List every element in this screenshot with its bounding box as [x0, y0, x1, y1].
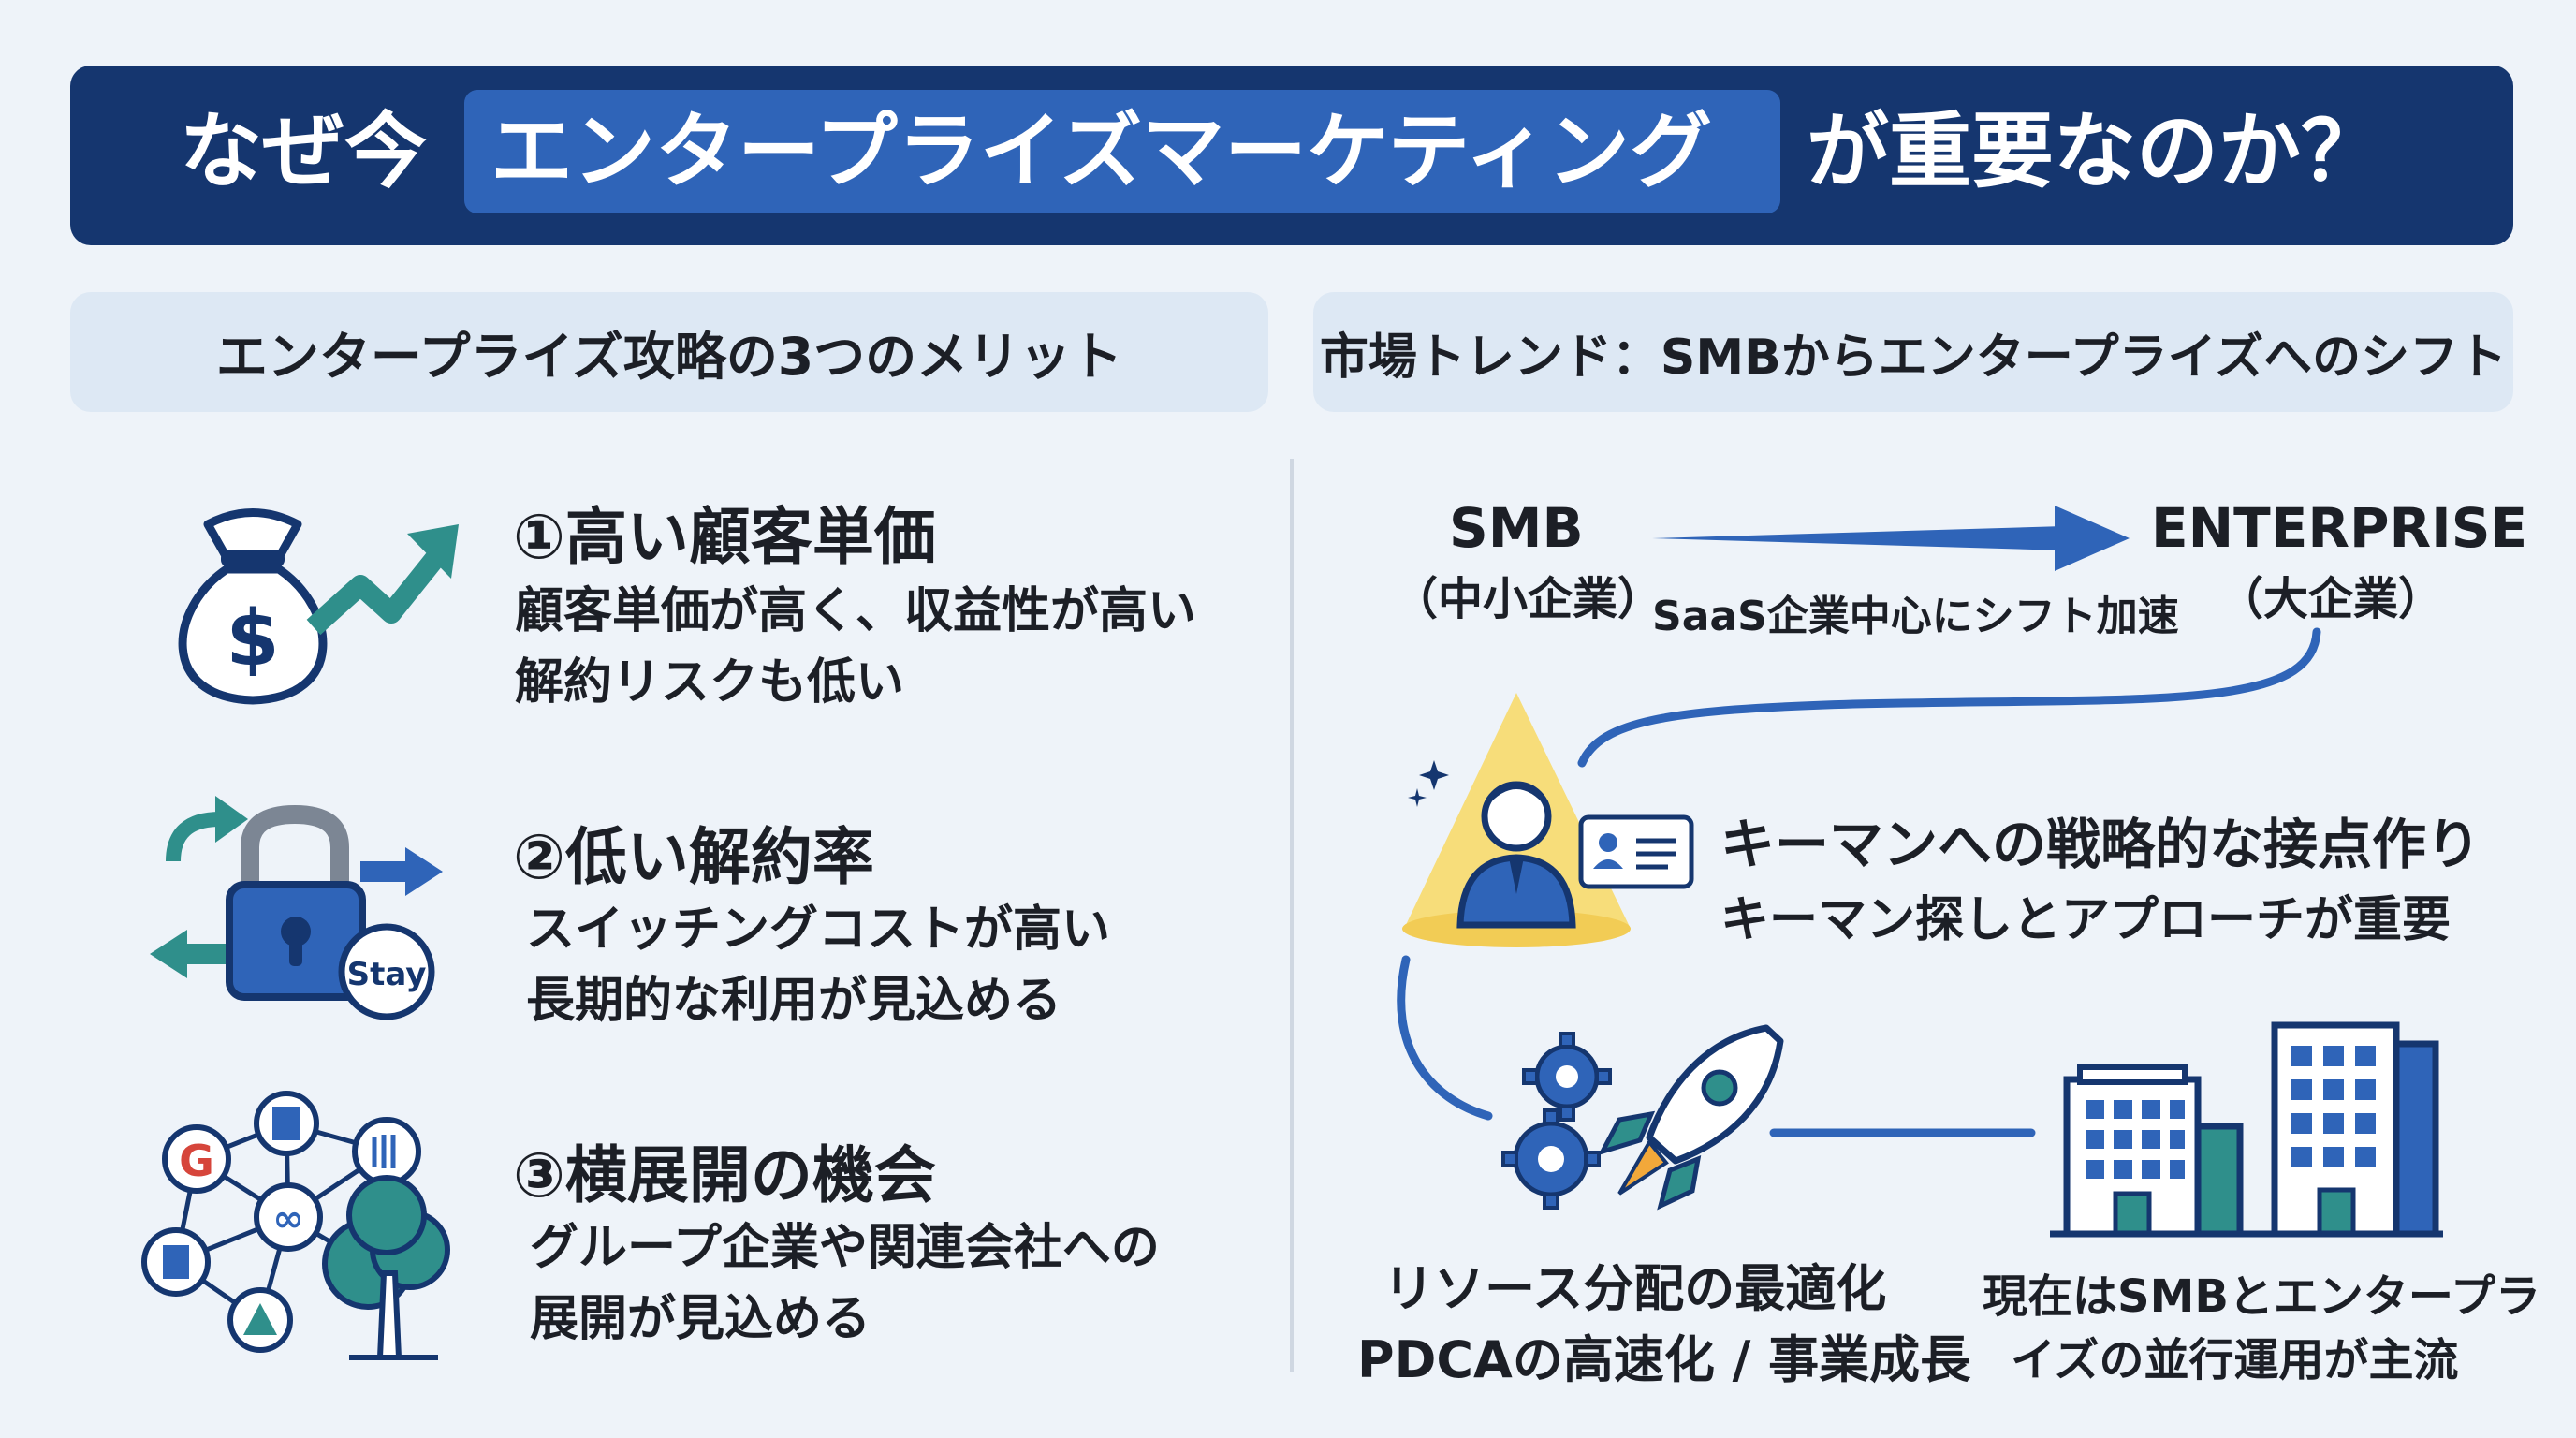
item-1-desc-line2: 解約リスクも低い — [515, 654, 905, 711]
smb-label: SMB — [1449, 496, 1584, 560]
item-2-desc-line2: 長期的な利用が見込める — [526, 973, 1062, 1029]
item-3-desc-line1: グループ企業や関連会社への — [530, 1220, 1160, 1276]
buildings-icon — [2050, 1021, 2443, 1238]
shift-caption: SaaS企業中心にシフト加速 — [1652, 593, 2179, 640]
parallel-caption-line1: 現在はSMBとエンタープラ — [1983, 1270, 2541, 1323]
item-3-title: ③横展開の機会 — [513, 1139, 936, 1211]
smb-sub-label: （中小企業） — [1393, 573, 1663, 625]
svg-text:$: $ — [226, 594, 279, 683]
item-1-desc-line1: 顧客単価が高く、収益性が高い — [515, 583, 1197, 639]
right-section-heading: 市場トレンド：SMBからエンタープライズへのシフト — [1313, 292, 2513, 412]
resource-caption-line1: リソース分配の最適化 — [1383, 1259, 1887, 1318]
title-prefix: なぜ今 — [180, 103, 428, 199]
item-3-desc-line2: 展開が見込める — [530, 1291, 871, 1347]
enterprise-label: ENTERPRISE — [2151, 496, 2528, 560]
title-highlight-box — [464, 90, 1780, 213]
enterprise-sub-label: （大企業） — [2218, 573, 2444, 625]
item-1-title: ①高い顧客単価 — [513, 501, 936, 573]
item-2-title: ②低い解約率 — [513, 821, 874, 893]
column-divider — [1290, 459, 1294, 1372]
resource-caption-line2: PDCAの高速化 / 事業成長 — [1357, 1330, 1971, 1389]
business-card-icon — [1578, 814, 1694, 889]
keyman-desc: キーマン探しとアプローチが重要 — [1720, 892, 2452, 948]
stay-badge: Stay — [347, 956, 427, 993]
gears-rocket-icon — [1501, 1024, 1784, 1211]
item-2-desc-line1: スイッチングコストが高い — [526, 902, 1111, 958]
parallel-caption-line2: イズの並行運用が主流 — [2011, 1334, 2459, 1387]
title-highlight-text: エンタープライズマーケティング — [490, 103, 1713, 199]
title-suffix: が重要なのか？ — [1807, 103, 2384, 199]
svg-text:G: G — [179, 1136, 214, 1186]
money-bag-growth-icon: $ — [178, 508, 459, 705]
keyman-title: キーマンへの戦略的な接点作り — [1720, 813, 2481, 876]
lock-stay-icon: Stay — [150, 796, 443, 1020]
keyman-spotlight-icon — [1402, 693, 1631, 947]
shift-arrow-icon — [1652, 506, 2130, 571]
network-tree-icon: G ∞ — [141, 1091, 450, 1360]
svg-text:∞: ∞ — [272, 1197, 303, 1240]
left-section-heading: エンタープライズ攻略の3つのメリット — [70, 292, 1268, 412]
